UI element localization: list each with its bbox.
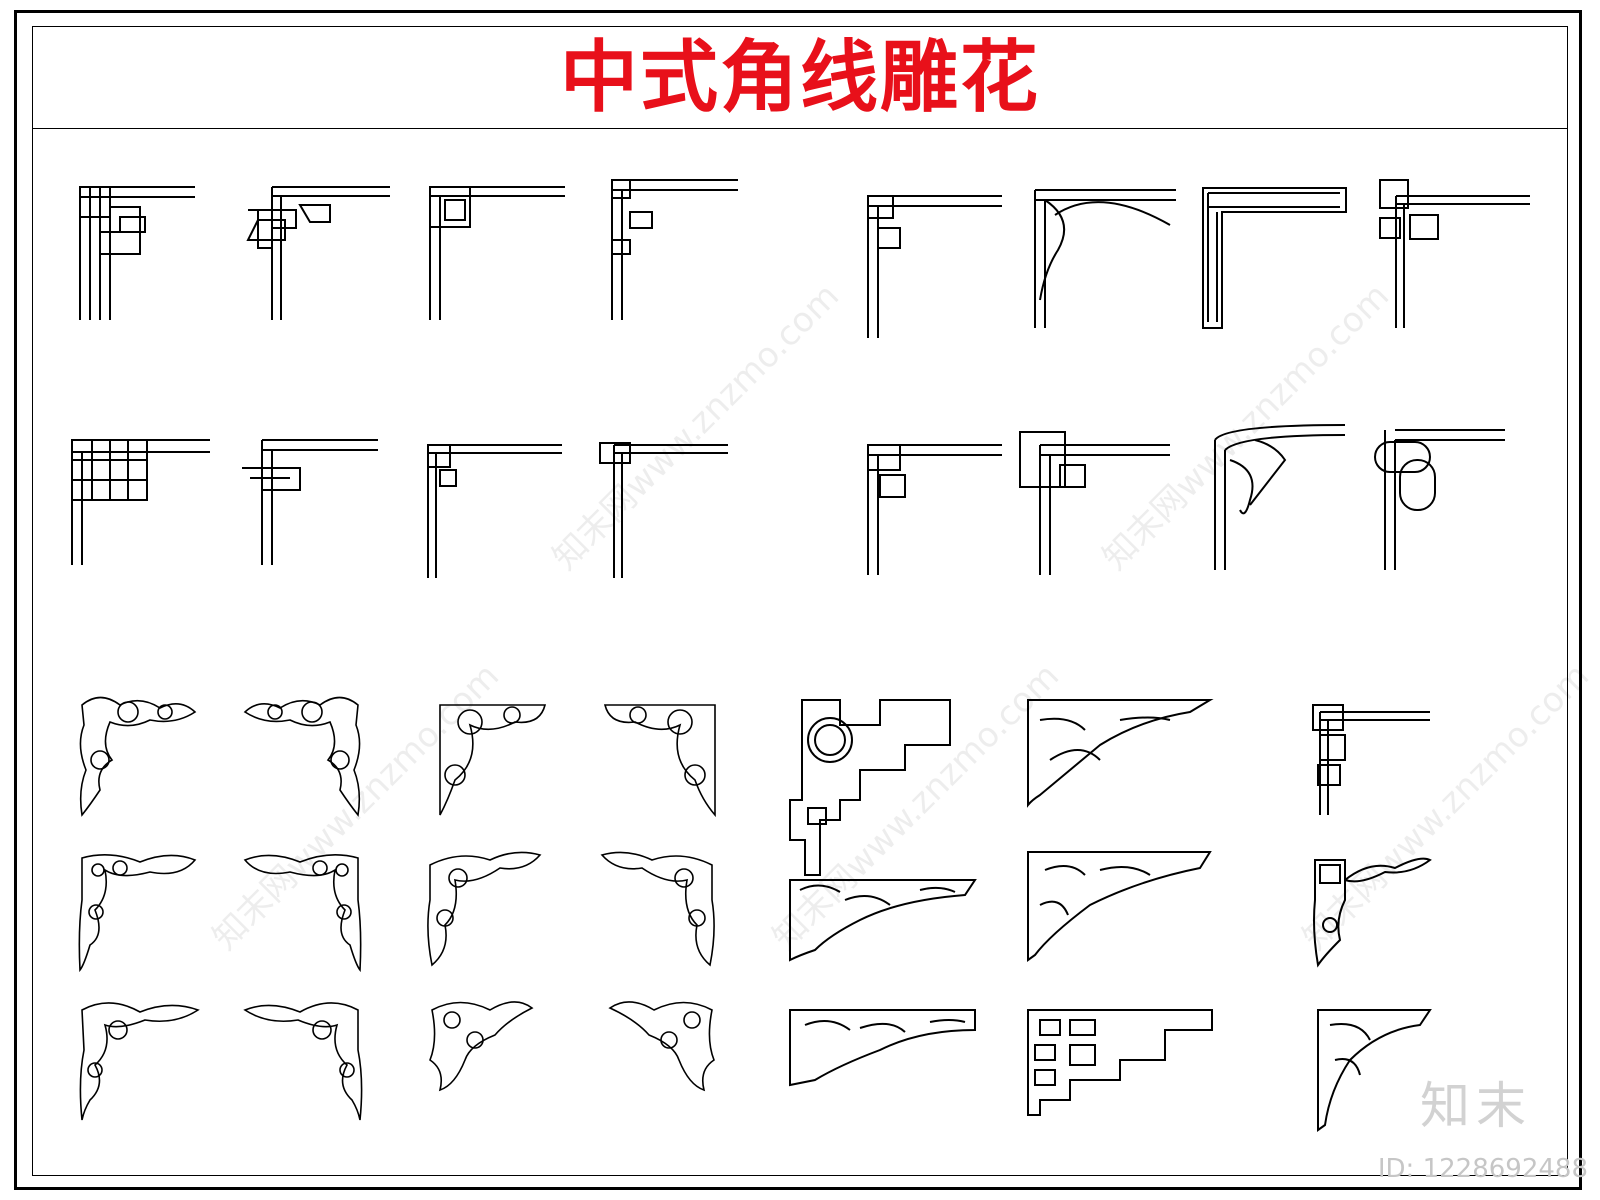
carved-corner-b4 [600, 851, 715, 967]
bracket-mid-1 [789, 879, 977, 962]
fret-corner-right-1 [1312, 704, 1430, 815]
carved-corner-c2 [243, 1002, 363, 1121]
corner-ornament-r1-5 [867, 195, 1002, 338]
corner-ornament-r2-1 [71, 439, 210, 565]
corner-ornament-r2-4 [599, 442, 728, 578]
carved-corner-a2 [243, 696, 361, 817]
corner-ornament-r1-6 [1034, 189, 1176, 328]
carved-corner-a1 [79, 696, 197, 817]
carved-corner-b3 [427, 851, 542, 967]
corner-ornament-r2-2 [242, 439, 378, 565]
corner-ornament-r1-1 [79, 186, 195, 320]
corner-ornament-r1-8 [1379, 179, 1530, 328]
bracket-top-1 [1027, 699, 1214, 808]
corner-ornament-r2-8 [1374, 429, 1505, 570]
watermark-id: ID: 1228692488 [1377, 1154, 1588, 1184]
corner-ornament-r1-2 [246, 186, 390, 320]
title-bar: 中式角线雕花 [32, 26, 1568, 129]
bracket-mid-2 [1027, 851, 1212, 962]
carved-corner-grid [78, 696, 716, 1121]
corner-ornament-r1-7 [1202, 187, 1347, 329]
watermark-logo: 知末 [1420, 1077, 1532, 1135]
carved-corner-c3 [429, 1001, 534, 1092]
carved-corner-c4 [608, 1001, 715, 1092]
corner-ornament-r2-5 [867, 444, 1002, 575]
corner-ornament-r2-3 [427, 444, 562, 578]
page-title: 中式角线雕花 [559, 32, 1040, 123]
corner-ornament-r2-7 [1214, 424, 1346, 570]
corner-ornament-r1-4 [611, 179, 738, 320]
lattice-corner-shou [789, 699, 951, 876]
carved-corner-a3 [439, 704, 547, 816]
lattice-bracket-bottom [1027, 1009, 1213, 1116]
carved-corner-b1 [78, 854, 197, 973]
carved-corner-c1 [79, 1002, 200, 1121]
bracket-bottom-1 [789, 1009, 976, 1087]
drawing-inner-border [32, 26, 1568, 1176]
carved-corner-right-2 [1313, 857, 1432, 968]
bracket-right-3 [1317, 1009, 1432, 1132]
corner-ornament-r1-3 [429, 186, 565, 320]
carved-corner-a4 [603, 704, 716, 818]
corner-ornament-r2-6 [1019, 431, 1170, 575]
carved-corner-b2 [243, 854, 362, 973]
